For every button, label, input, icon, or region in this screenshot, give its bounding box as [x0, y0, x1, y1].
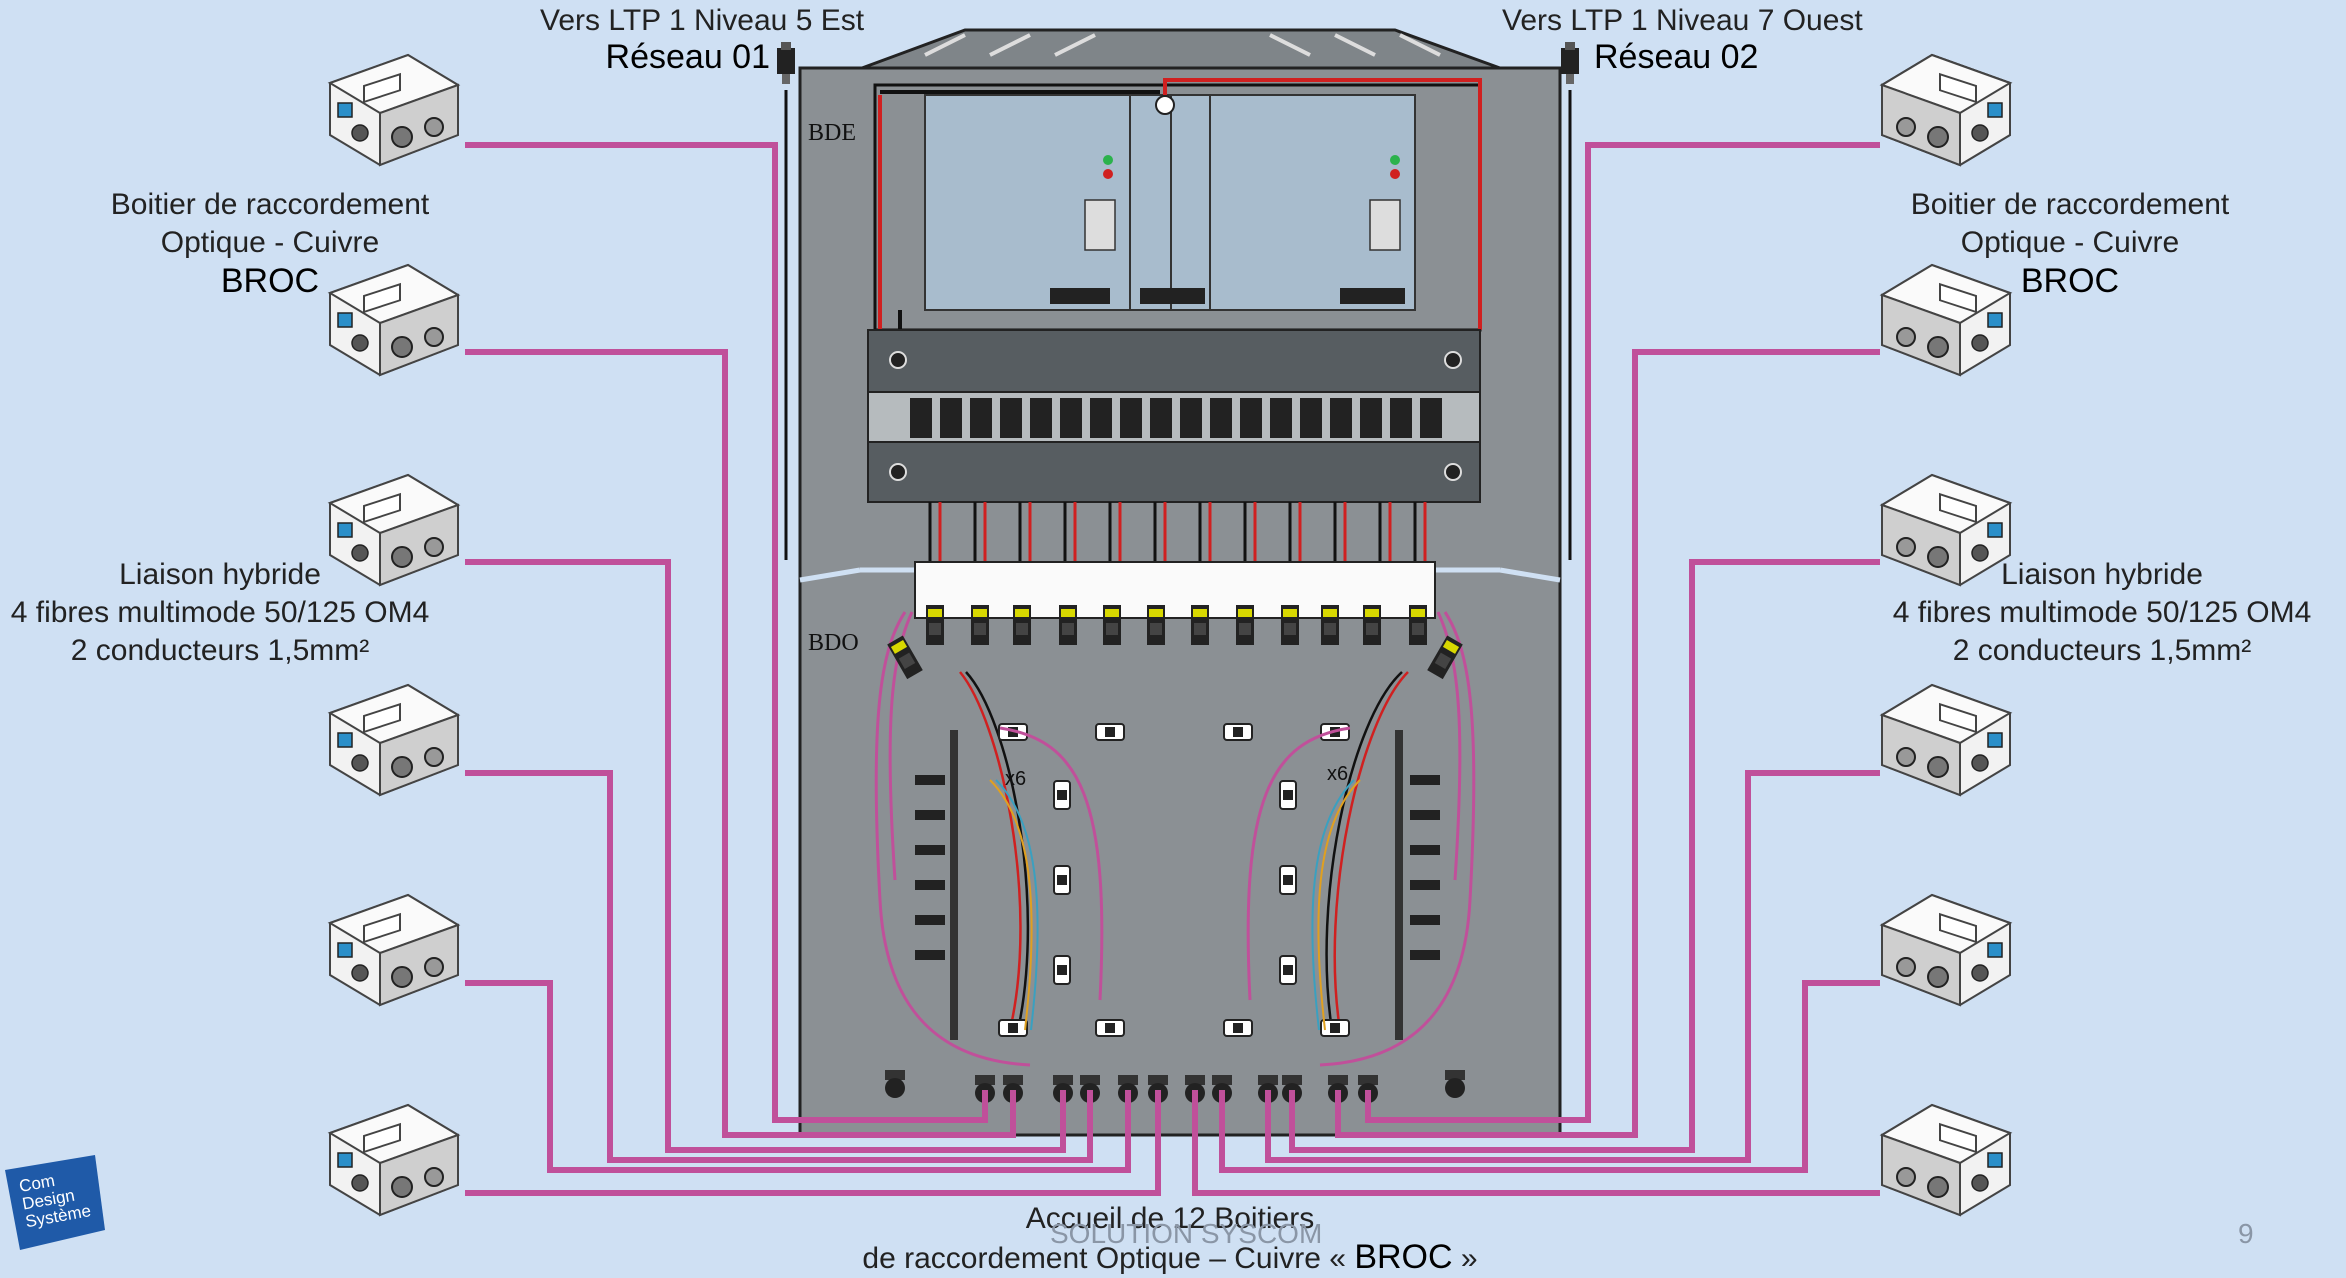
fiber-count-right: x6: [1327, 763, 1348, 785]
broc-box: [329, 684, 459, 796]
caption-line2: de raccordement Optique – Cuivre « BROC …: [860, 1238, 1480, 1278]
hybrid-label-left: Liaison hybride 4 fibres multimode 50/12…: [0, 556, 440, 670]
hybrid-label-line3: 2 conducteurs 1,5mm²: [70, 634, 370, 667]
caption-suffix: »: [1460, 1242, 1478, 1275]
broc-label-line3: BROC: [2020, 262, 2120, 300]
company-logo: Com Design Système: [18, 1167, 93, 1231]
broc-label-line1: Boitier de raccordement: [1910, 188, 2230, 221]
cabinet-label-bde: BDE: [808, 120, 856, 146]
hybrid-label-line2: 4 fibres multimode 50/125 OM4: [1892, 596, 2312, 629]
page-number: 9: [2238, 1218, 2254, 1249]
caption-prefix: de raccordement Optique – Cuivre «: [862, 1242, 1346, 1275]
fiber-count-left: x6: [1005, 768, 1026, 790]
broc-box: [329, 894, 459, 1006]
hybrid-label-right: Liaison hybride 4 fibres multimode 50/12…: [1882, 556, 2322, 670]
broc-label-line2: Optique - Cuivre: [1960, 226, 2180, 259]
cabinet: [798, 28, 1562, 1137]
hybrid-cables: [465, 142, 1880, 1196]
network-left-name: Réseau 01: [605, 38, 770, 76]
broc-label-line2: Optique - Cuivre: [160, 226, 380, 259]
hybrid-label-line2: 4 fibres multimode 50/125 OM4: [10, 596, 430, 629]
logo-shape: [5, 1155, 105, 1250]
broc-label-right: Boitier de raccordement Optique - Cuivre…: [1860, 186, 2280, 300]
network-left-destination: Vers LTP 1 Niveau 5 Est: [540, 4, 865, 37]
broc-box: [329, 1104, 459, 1216]
hybrid-label-line1: Liaison hybride: [2001, 558, 2203, 591]
broc-box: [329, 54, 459, 166]
footer-solution: SOLUTION SYSCOM: [1050, 1218, 1323, 1249]
network-right-name: Réseau 02: [1594, 38, 1759, 76]
broc-label-line3: BROC: [220, 262, 320, 300]
network-label-right: Vers LTP 1 Niveau 7 Ouest Réseau 02: [1502, 4, 1863, 77]
broc-label-line1: Boitier de raccordement: [110, 188, 430, 221]
caption-bold: BROC: [1354, 1238, 1453, 1276]
network-label-left: Vers LTP 1 Niveau 5 Est Réseau 01: [540, 4, 865, 77]
hybrid-label-line1: Liaison hybride: [119, 558, 321, 591]
broc-label-left: Boitier de raccordement Optique - Cuivre…: [60, 186, 480, 300]
cabinet-caption: Accueil de 12 Boitiers de raccordement O…: [860, 1200, 1480, 1278]
hybrid-label-line3: 2 conducteurs 1,5mm²: [1952, 634, 2252, 667]
network-right-destination: Vers LTP 1 Niveau 7 Ouest: [1502, 4, 1863, 37]
cabinet-label-bdo: BDO: [808, 630, 859, 656]
caption-line1: Accueil de 12 Boitiers: [1025, 1202, 1315, 1235]
